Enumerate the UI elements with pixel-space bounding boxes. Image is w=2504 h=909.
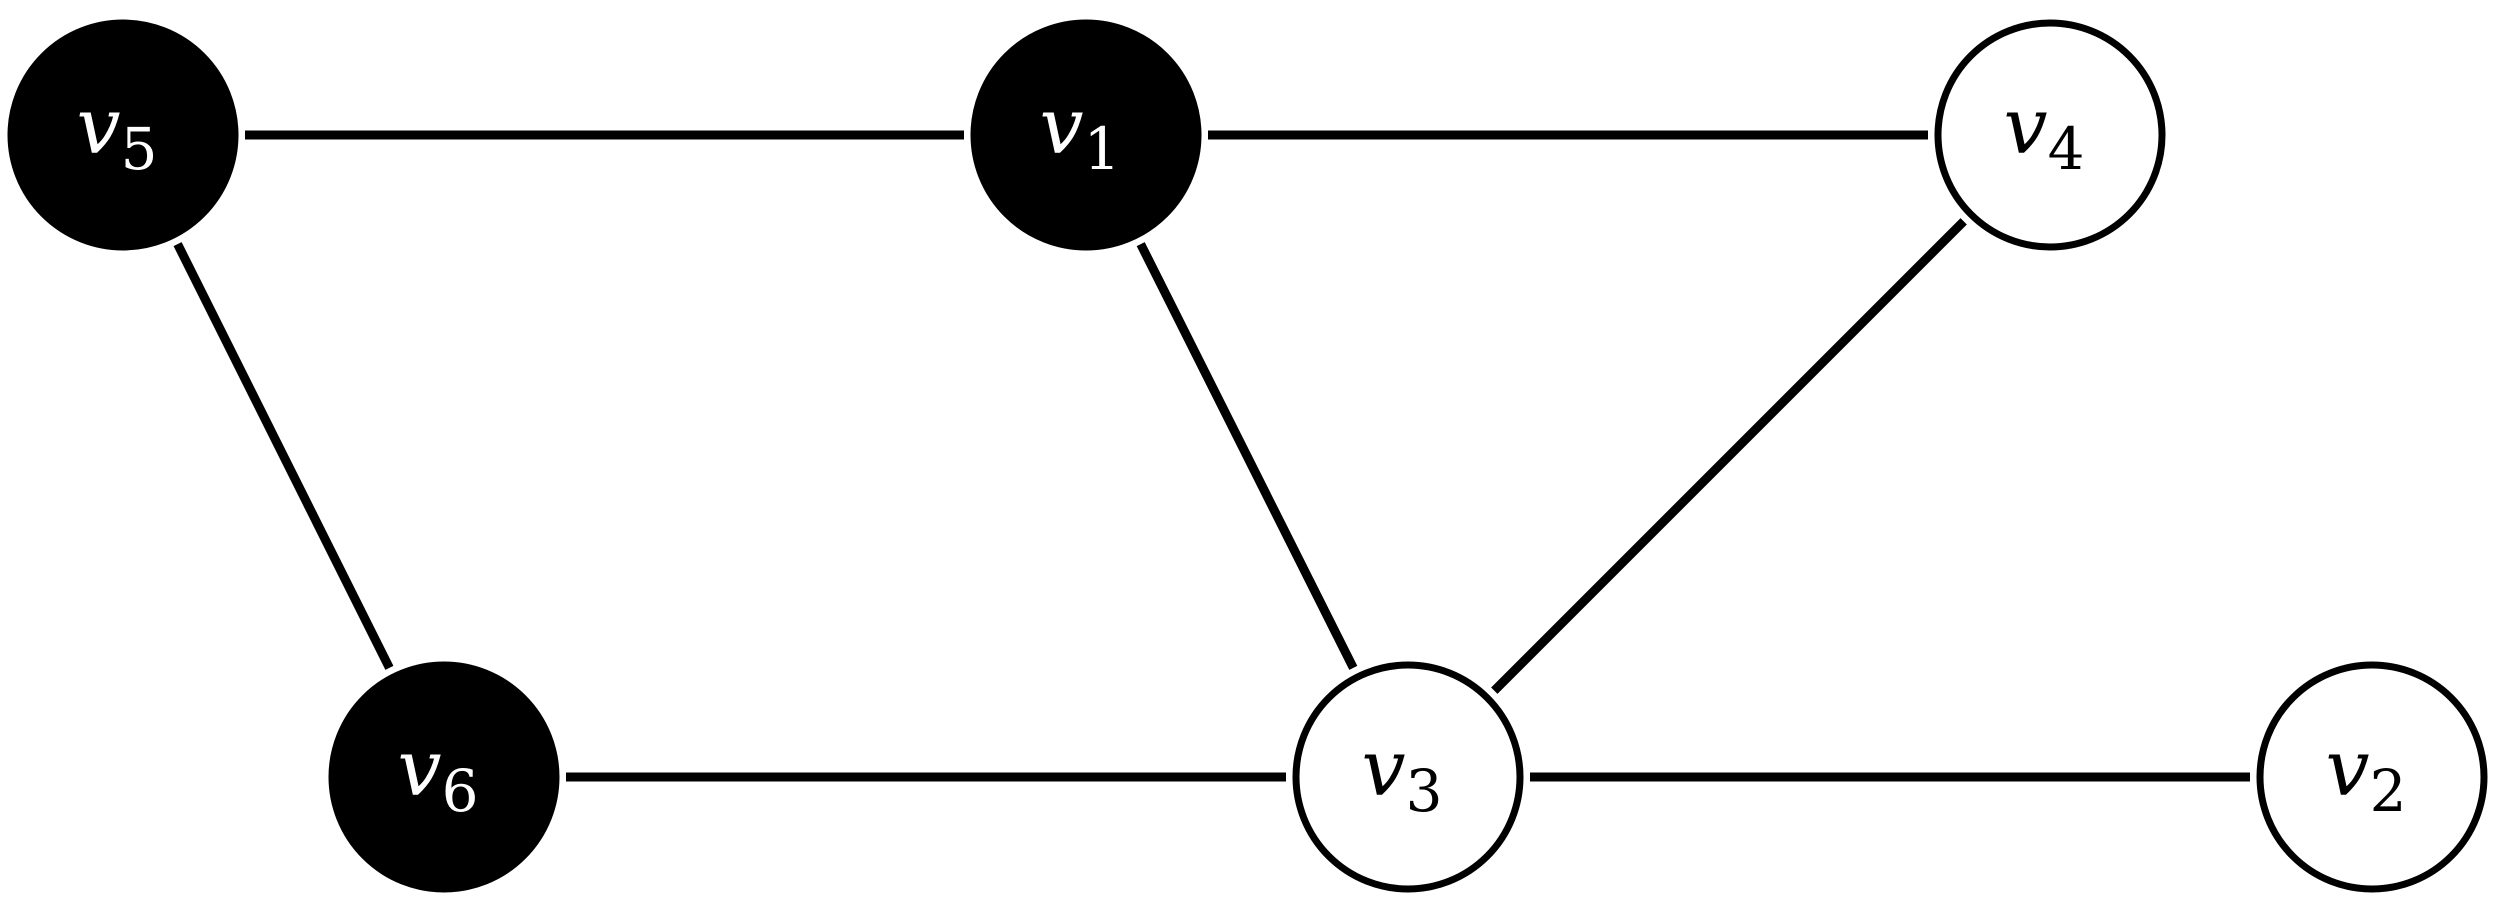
edge-v1-v3 — [1136, 242, 1358, 670]
node-circle-v3 — [1292, 661, 1524, 893]
node-v4: v4 — [1934, 19, 2166, 251]
node-label-subscript: 6 — [442, 757, 479, 825]
node-label-subscript: 2 — [2370, 757, 2407, 825]
node-label-subscript: 3 — [1406, 757, 1443, 825]
node-circle-v2 — [2256, 661, 2488, 893]
edge-v4-v3 — [1491, 218, 1967, 694]
node-label-letter: v — [2326, 724, 2370, 814]
node-circle-v6 — [328, 661, 560, 893]
node-label-v6: v6 — [398, 724, 479, 825]
node-label-letter: v — [77, 82, 121, 172]
edges-layer — [173, 130, 2250, 782]
node-label-v4: v4 — [2004, 82, 2085, 183]
node-label-v1: v1 — [1040, 82, 1121, 183]
node-v2: v2 — [2256, 661, 2488, 893]
node-label-letter: v — [1040, 82, 1084, 172]
node-v5: v5 — [7, 19, 239, 251]
node-v6: v6 — [328, 661, 560, 893]
node-label-v3: v3 — [1362, 724, 1443, 825]
node-label-subscript: 1 — [1084, 115, 1121, 183]
node-circle-v1 — [970, 19, 1202, 251]
node-label-v2: v2 — [2326, 724, 2407, 825]
node-circle-v4 — [1934, 19, 2166, 251]
node-label-subscript: 5 — [121, 115, 158, 183]
node-circle-v5 — [7, 19, 239, 251]
node-label-letter: v — [398, 724, 442, 814]
edge-v5-v6 — [173, 242, 394, 670]
node-label-letter: v — [2004, 82, 2048, 172]
node-label-letter: v — [1362, 724, 1406, 814]
node-label-v5: v5 — [77, 82, 158, 183]
node-v3: v3 — [1292, 661, 1524, 893]
node-v1: v1 — [970, 19, 1202, 251]
node-label-subscript: 4 — [2048, 115, 2085, 183]
